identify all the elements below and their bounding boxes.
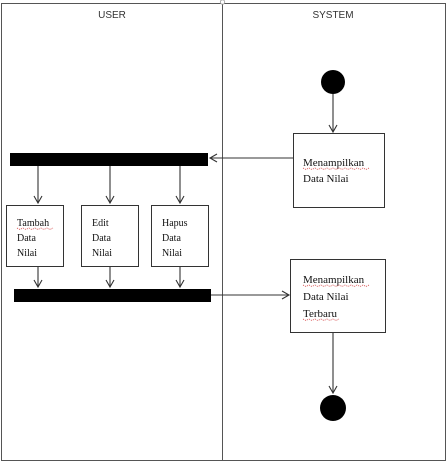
action-label-line: Nilai — [17, 248, 37, 259]
action-label-line: Data — [92, 233, 111, 244]
action-label-line: Data Nilai — [303, 291, 349, 303]
lane-label-system: SYSTEM — [312, 10, 353, 21]
action-menampilkan-data-nilai-terbaru — [290, 259, 386, 333]
swimlane-frame — [1, 3, 446, 461]
action-label-line: Hapus — [162, 218, 188, 229]
spellcheck-underline — [16, 227, 54, 230]
action-edit-data-nilai — [81, 205, 139, 267]
action-label-line: Nilai — [162, 248, 182, 259]
fork-bar — [10, 153, 208, 166]
join-bar — [14, 289, 211, 302]
action-label-line: Menampilkan — [303, 157, 365, 169]
action-label-line: Tambah — [17, 218, 49, 229]
action-tambah-data-nilai — [6, 205, 64, 267]
lane-label-user: USER — [98, 10, 126, 21]
action-label-line: Menampilkan — [303, 274, 365, 286]
action-label-line: Data — [17, 233, 36, 244]
action-label-line: Data — [162, 233, 181, 244]
action-label-line: Edit — [92, 218, 109, 229]
frame-handle — [219, 0, 226, 5]
action-label-line: Nilai — [92, 248, 112, 259]
action-label-line: Data Nilai — [303, 173, 349, 185]
action-hapus-data-nilai — [151, 205, 209, 267]
initial-node — [321, 70, 345, 94]
action-menampilkan-data-nilai — [293, 133, 385, 208]
action-label-line: Terbaru — [303, 308, 338, 320]
spellcheck-underline — [302, 318, 340, 321]
final-node — [320, 395, 346, 421]
